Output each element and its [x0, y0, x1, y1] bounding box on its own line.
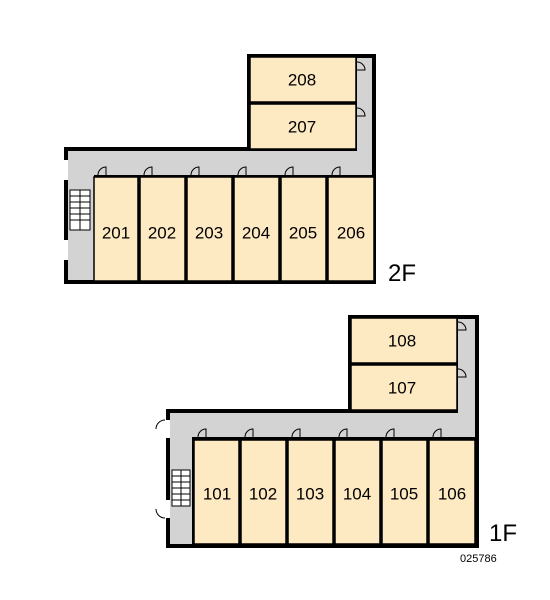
room-label: 106 [438, 485, 466, 504]
floor-1f-room-106[interactable]: 106 [428, 428, 476, 545]
door-icon [338, 428, 348, 438]
floor-2f-room-204[interactable]: 204 [233, 166, 280, 282]
floor-2f-stairs [69, 189, 91, 231]
floor-2f-room-203[interactable]: 203 [186, 166, 233, 282]
room-label: 107 [388, 379, 416, 398]
floor-2f: 201 202 203 204 205 206 [63, 54, 416, 287]
room-label: 204 [242, 224, 270, 243]
door-icon [143, 166, 153, 176]
door-icon [97, 166, 107, 176]
room-label: 105 [390, 485, 418, 504]
floor-2f-room-202[interactable]: 202 [139, 166, 186, 282]
floor-1f-room-102[interactable]: 102 [240, 428, 287, 545]
room-label: 205 [289, 224, 317, 243]
plan-code: 025786 [460, 553, 497, 565]
floor-2f-room-201[interactable]: 201 [93, 166, 139, 282]
floor-1f-room-103[interactable]: 103 [287, 428, 334, 545]
door-icon [244, 428, 254, 438]
room-label: 201 [102, 224, 130, 243]
door-icon [356, 61, 366, 71]
floor-2f-room-208[interactable]: 208 [249, 56, 366, 103]
floor-2f-room-207[interactable]: 207 [249, 103, 366, 150]
door-icon [284, 166, 294, 176]
floor-1f-room-107[interactable]: 107 [350, 364, 467, 411]
door-icon [197, 428, 207, 438]
room-label: 101 [203, 485, 231, 504]
room-label: 103 [296, 485, 324, 504]
floor-2f-room-206[interactable]: 206 [327, 166, 375, 282]
floor-1f-stairs [171, 469, 191, 507]
room-label: 102 [249, 485, 277, 504]
room-label: 206 [337, 224, 365, 243]
door-icon [356, 107, 366, 117]
floor-label-1f: 1F [489, 520, 517, 547]
door-icon [155, 508, 166, 519]
floor-2f-corridor [68, 58, 372, 280]
floor-1f: 101 102 103 104 105 106 [155, 315, 517, 548]
door-icon [237, 166, 247, 176]
floor-label-2f: 2F [388, 260, 416, 287]
door-icon [457, 368, 467, 378]
floor-1f-corridor [170, 319, 475, 544]
door-icon [291, 428, 301, 438]
floor-1f-room-104[interactable]: 104 [334, 428, 381, 545]
room-label: 203 [195, 224, 223, 243]
room-label: 207 [288, 118, 316, 137]
room-label: 202 [148, 224, 176, 243]
room-label: 108 [388, 332, 416, 351]
floor-1f-room-101[interactable]: 101 [193, 428, 240, 545]
floor-1f-room-105[interactable]: 105 [381, 428, 428, 545]
door-icon [457, 321, 467, 331]
door-icon [432, 428, 442, 438]
floor-1f-room-108[interactable]: 108 [350, 317, 467, 364]
door-icon [155, 419, 166, 430]
floor-2f-room-205[interactable]: 205 [280, 166, 327, 282]
door-icon [331, 166, 341, 176]
room-label: 208 [288, 71, 316, 90]
door-icon [190, 166, 200, 176]
door-icon [385, 428, 395, 438]
room-label: 104 [343, 485, 371, 504]
